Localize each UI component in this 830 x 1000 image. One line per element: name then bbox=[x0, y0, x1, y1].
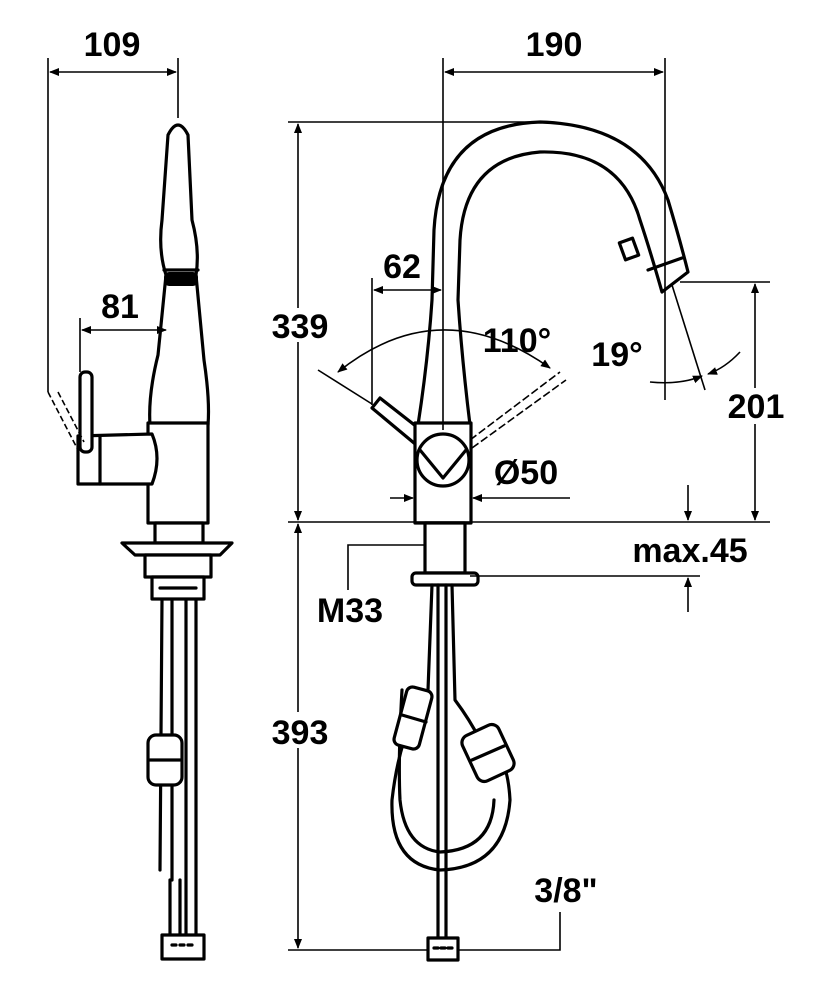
side-lever bbox=[78, 370, 94, 454]
front-dimensions: 190 62 339 110° 19° 201 Ø50 max.45 bbox=[270, 26, 789, 951]
front-spout bbox=[416, 120, 690, 427]
dim-handle-length: 62 bbox=[383, 248, 421, 286]
dim-max-deck: max.45 bbox=[632, 532, 747, 570]
dim-height: 339 bbox=[272, 308, 329, 346]
dim-spray-angle: 19° bbox=[591, 336, 642, 374]
dim-handle-angle: 110° bbox=[483, 322, 551, 360]
dim-handle-offset: 81 bbox=[101, 288, 139, 326]
side-flange bbox=[120, 541, 234, 557]
dim-body-diameter: Ø50 bbox=[494, 454, 558, 492]
front-shank bbox=[423, 521, 467, 575]
front-nut bbox=[410, 571, 480, 587]
dim-outlet-height: 201 bbox=[728, 388, 785, 426]
side-view bbox=[47, 123, 234, 961]
dim-width-total: 109 bbox=[84, 26, 141, 64]
side-dimensions: 109 81 bbox=[47, 26, 179, 392]
front-view bbox=[317, 120, 690, 962]
side-body bbox=[146, 421, 210, 525]
dim-thread: M33 bbox=[317, 592, 383, 630]
dim-hose-length: 393 bbox=[272, 714, 329, 752]
dim-reach: 190 bbox=[526, 26, 583, 64]
dim-connection: 3/8" bbox=[534, 872, 597, 910]
side-handle bbox=[76, 432, 159, 486]
